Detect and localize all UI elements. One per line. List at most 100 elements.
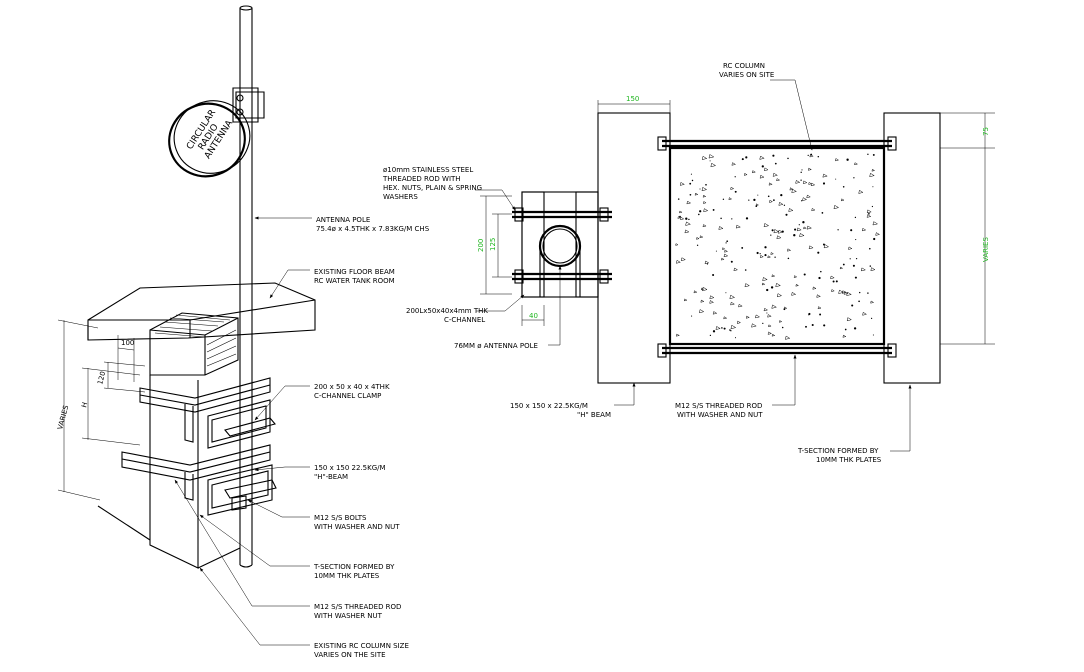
concrete-speckle [771,333,776,337]
concrete-speckle [764,254,767,257]
dim-120: 120 [96,371,107,386]
label-ss-bolts: M12 S/S BOLTS WITH WASHER AND NUT [314,514,400,531]
concrete-speckle [751,170,756,174]
concrete-speckle [761,282,766,286]
concrete-speckle [801,200,803,202]
concrete-speckle [875,232,881,236]
concrete-speckle [872,334,874,336]
concrete-speckle [764,246,767,249]
concrete-speckle [709,334,712,337]
concrete-speckle [679,210,683,214]
concrete-speckle [851,304,854,307]
concrete-speckle [787,257,790,260]
concrete-speckle [771,304,778,309]
concrete-speckle [696,244,699,246]
concrete-speckle [843,291,849,295]
concrete-speckle [818,276,821,280]
concrete-speckle [712,311,718,315]
concrete-speckle [712,273,715,277]
concrete-speckle [759,254,764,258]
concrete-speckle [778,320,783,323]
concrete-speckle [858,189,864,194]
concrete-speckle [842,334,847,338]
concrete-speckle [755,203,760,206]
concrete-speckle [803,273,806,276]
concrete-speckle [729,294,736,300]
concrete-speckle [849,258,851,260]
concrete-speckle [734,176,736,178]
concrete-speckle [769,199,774,203]
concrete-speckle [805,325,807,328]
concrete-speckle [785,335,791,340]
concrete-speckle [704,260,710,265]
concrete-speckle [698,213,700,216]
concrete-speckle [677,216,682,219]
concrete-speckle [791,188,797,194]
concrete-speckle [794,228,797,231]
concrete-speckle [787,157,789,160]
concrete-speckle [783,306,788,310]
rc-column [97,375,241,569]
label-t-section-plan: T-SECTION FORMED BY 10MM THK PLATES [797,447,882,464]
concrete-speckle [706,263,708,265]
concrete-speckle [685,221,692,226]
concrete-speckle [862,311,868,316]
concrete-speckle [839,266,844,270]
concrete-speckle [808,314,810,316]
concrete-speckle [774,256,776,258]
concrete-speckle [731,218,733,220]
label-76mm-pole: 76MM ø ANTENNA POLE [454,342,538,350]
concrete-speckle [712,208,715,211]
concrete-speckle [690,173,692,175]
concrete-speckle [822,173,828,178]
concrete-speckle [811,323,814,327]
concrete-speckle [702,224,707,228]
concrete-speckle [709,300,715,304]
concrete-speckle [846,291,852,296]
concrete-speckle [763,167,769,172]
concrete-speckle [701,155,708,160]
concrete-speckle [867,153,869,156]
concrete-speckle [759,253,761,255]
concrete-speckle [679,182,685,186]
concrete-speckle [761,165,764,168]
label-floor-beam: EXISTING FLOOR BEAM RC WATER TANK ROOM [314,268,397,285]
concrete-speckle [846,158,849,161]
concrete-speckle [723,327,726,330]
concrete-speckle [800,179,802,181]
concrete-speckle [809,154,814,158]
label-rc-column: RC COLUMN VARIES ON SITE [719,62,774,79]
concrete-speckle [767,331,773,335]
concrete-speckle [745,217,749,220]
concrete-speckle [855,239,857,241]
concrete-speckle [768,324,772,328]
concrete-speckle [869,172,875,178]
concrete-speckle [806,194,811,199]
concrete-speckle [854,162,859,166]
concrete-speckle [745,315,750,319]
concrete-speckle [748,199,750,201]
concrete-speckle [859,291,861,294]
concrete-speckle [705,183,707,186]
concrete-speckle [872,186,874,188]
concrete-speckle [796,227,802,232]
c-channel-clamp-plan [512,191,612,298]
concrete-speckle [773,229,780,234]
concrete-speckle [807,154,809,157]
concrete-speckle [759,155,765,160]
concrete-speckle [741,158,744,161]
concrete-speckle [744,283,750,288]
floor-beam [87,282,316,341]
concrete-speckle [702,286,708,292]
concrete-speckle [868,212,870,215]
concrete-speckle [812,286,817,290]
concrete-speckle [817,155,820,158]
label-c-channel: 200Lx50x40x4mm THK C-CHANNEL [406,307,490,324]
concrete-speckle [730,324,737,330]
concrete-speckle [734,190,737,193]
concrete-speckle [767,314,772,318]
concrete-speckle [795,180,801,184]
dim-100: 100 [121,339,134,347]
plan-dimensions: 150 75 VARIES 200 125 40 [477,95,995,345]
concrete-speckle [842,186,845,188]
